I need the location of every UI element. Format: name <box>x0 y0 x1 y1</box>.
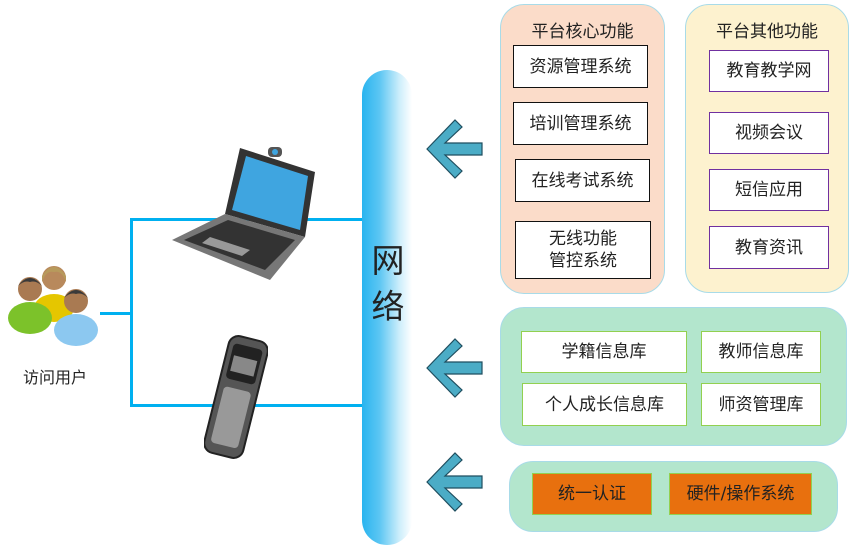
database-item: 个人成长信息库 <box>522 383 687 426</box>
other-item: 教育资讯 <box>709 226 829 269</box>
network-bus <box>362 70 412 545</box>
network-label: 网络 <box>371 241 405 326</box>
other-item: 短信应用 <box>709 169 829 211</box>
arrow-left-icon <box>426 338 483 398</box>
core-functions-title: 平台核心功能 <box>531 22 634 42</box>
core-item-wireless: 无线功能 管控系统 <box>515 221 651 279</box>
mobile-phone-icon <box>204 335 268 459</box>
infrastructure-item-auth: 统一认证 <box>532 473 652 515</box>
arrow-left-icon <box>426 119 483 179</box>
other-item: 视频会议 <box>709 112 829 154</box>
other-functions-title: 平台其他功能 <box>716 22 818 42</box>
core-item-exam: 在线考试系统 <box>515 159 650 202</box>
users-label: 访问用户 <box>22 368 87 387</box>
other-item: 教育教学网 <box>709 50 829 92</box>
core-item-wireless-line1: 无线功能 <box>549 229 617 249</box>
users-icon <box>8 266 98 346</box>
user-link-line <box>100 312 132 315</box>
branch-vertical-line <box>130 218 133 407</box>
laptop-icon <box>172 147 315 280</box>
database-item: 学籍信息库 <box>521 331 687 373</box>
infrastructure-item-os: 硬件/操作系统 <box>669 473 812 515</box>
arrow-left-icon <box>426 452 483 512</box>
database-item: 师资管理库 <box>701 383 821 426</box>
core-item-training: 培训管理系统 <box>513 102 648 145</box>
core-item-wireless-line2: 管控系统 <box>549 251 617 271</box>
core-item-resource: 资源管理系统 <box>513 45 648 88</box>
database-item: 教师信息库 <box>701 331 821 373</box>
